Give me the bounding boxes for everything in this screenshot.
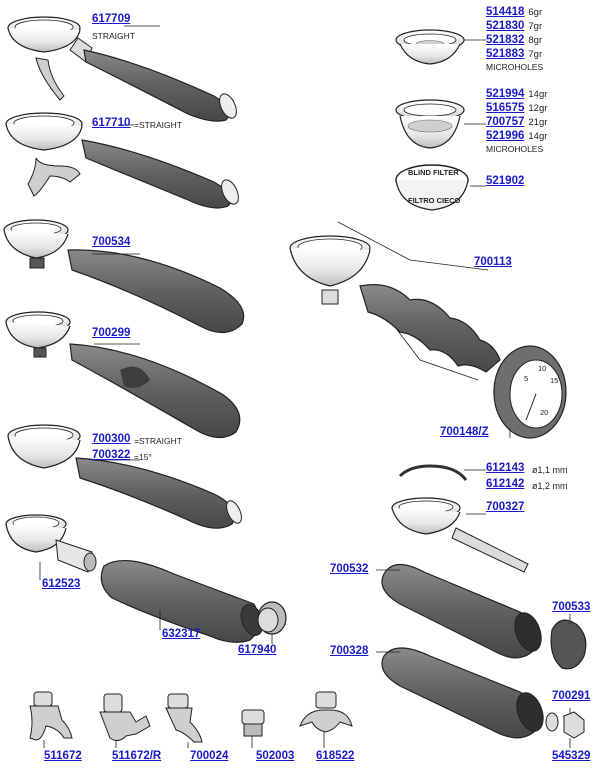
code-521902[interactable]: 521902: [486, 175, 525, 187]
code-700148z[interactable]: 700148/Z: [440, 426, 489, 438]
note-617710: =STRAIGHT: [134, 120, 182, 130]
code-700532[interactable]: 700532: [330, 563, 369, 575]
spout-700024[interactable]: [165, 693, 203, 743]
handle-700328[interactable]: [381, 647, 548, 739]
code-700533[interactable]: 700533: [552, 601, 591, 613]
washer-700291[interactable]: [545, 712, 559, 732]
nut-545329[interactable]: [563, 711, 585, 739]
filter-weight: 14gr: [528, 89, 548, 100]
spout-502003[interactable]: [241, 709, 265, 737]
code-516575[interactable]: 516575: [486, 102, 525, 114]
code-700113[interactable]: 700113: [474, 256, 512, 268]
code-612142[interactable]: 612142: [486, 478, 525, 490]
code-545329[interactable]: 545329: [552, 750, 591, 762]
spout-511672r[interactable]: [99, 693, 151, 742]
filter-weight: 6gr: [528, 7, 543, 18]
filter-weight: 8gr: [528, 35, 543, 46]
filter-basket-double[interactable]: [395, 99, 465, 149]
code-700328[interactable]: 700328: [330, 645, 369, 657]
code-700291[interactable]: 700291: [552, 690, 591, 702]
code-700299[interactable]: 700299: [92, 327, 131, 339]
filter-weight: 12gr: [528, 103, 548, 114]
filter-weight: 14gr: [528, 131, 548, 142]
microholes-note-double: MICROHOLES: [486, 144, 544, 154]
portafilter-617709[interactable]: [7, 16, 240, 122]
portafilter-612523[interactable]: [5, 514, 97, 573]
note-612143: ø1,1 mm: [532, 465, 568, 475]
blind-filter-label: BLIND FILTER: [408, 168, 459, 177]
code-502003[interactable]: 502003: [256, 750, 295, 762]
spout-511672[interactable]: [29, 691, 73, 741]
handle-700532[interactable]: [381, 563, 546, 659]
microholes-note-single: MICROHOLES: [486, 62, 544, 72]
filtro-cieco-label: FILTRO CIECO: [408, 196, 461, 205]
gauge-tick-5: 5: [524, 374, 529, 383]
code-617940[interactable]: 617940: [238, 644, 277, 656]
cap-700533[interactable]: [550, 619, 587, 670]
note-700300: =STRAIGHT: [134, 436, 182, 446]
cap-617940[interactable]: [257, 601, 287, 635]
code-521996[interactable]: 521996: [486, 130, 525, 142]
code-612523[interactable]: 612523: [42, 578, 81, 590]
code-617710[interactable]: 617710: [92, 117, 131, 129]
code-632317[interactable]: 632317: [162, 628, 201, 640]
code-511672r[interactable]: 511672/R: [112, 750, 162, 762]
code-700300[interactable]: 700300: [92, 433, 131, 445]
code-521832[interactable]: 521832: [486, 34, 525, 46]
handle-632317[interactable]: [100, 560, 267, 643]
gauge-tick-10: 10: [538, 364, 547, 373]
filter-weight: 21gr: [528, 117, 548, 128]
code-511672[interactable]: 511672: [44, 750, 82, 762]
code-700757[interactable]: 700757: [486, 116, 525, 128]
filter-weight: 7gr: [528, 49, 543, 60]
code-700534[interactable]: 700534: [92, 236, 131, 248]
gauge-tick-20: 20: [540, 408, 549, 417]
portafilter-700327[interactable]: [391, 497, 529, 573]
code-700327[interactable]: 700327: [486, 501, 525, 513]
code-514418[interactable]: 514418: [486, 6, 525, 18]
filter-basket-single[interactable]: [395, 29, 465, 65]
spout-618522[interactable]: [299, 691, 353, 733]
code-521994[interactable]: 521994: [486, 88, 525, 100]
code-617709[interactable]: 617709: [92, 13, 131, 25]
portafilter-700300[interactable]: [7, 424, 245, 529]
note-700322: =15°: [134, 452, 152, 462]
spring-ring-612143[interactable]: [398, 464, 468, 481]
code-700024[interactable]: 700024: [190, 750, 229, 762]
code-521830[interactable]: 521830: [486, 20, 525, 32]
note-612142: ø1,2 mm: [532, 481, 568, 491]
note-617709: STRAIGHT: [92, 31, 135, 41]
gauge-tick-15: 15: [550, 376, 559, 385]
code-521883[interactable]: 521883: [486, 48, 525, 60]
gauge-portafilter-700113[interactable]: [289, 221, 567, 439]
code-618522[interactable]: 618522: [316, 750, 355, 762]
code-700322[interactable]: 700322: [92, 449, 131, 461]
blind-filter-521902[interactable]: [395, 164, 469, 211]
portafilter-617710[interactable]: [5, 112, 242, 209]
filter-weight: 7gr: [528, 21, 543, 32]
code-612143[interactable]: 612143: [486, 462, 525, 474]
portafilter-700299[interactable]: [5, 311, 241, 439]
portafilter-700534[interactable]: [3, 219, 245, 334]
